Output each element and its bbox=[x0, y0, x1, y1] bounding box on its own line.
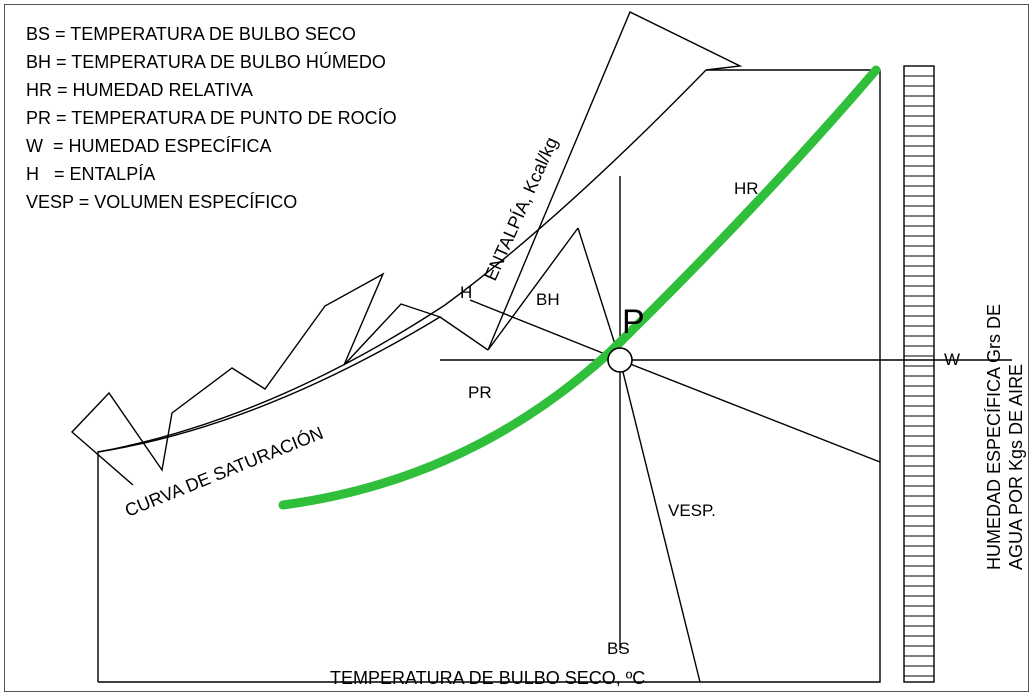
legend: BS = TEMPERATURA DE BULBO SECO BH = TEMP… bbox=[26, 24, 397, 212]
legend-line-pr: PR = TEMPERATURA DE PUNTO DE ROCÍO bbox=[26, 108, 397, 128]
humidity-scale-ticks bbox=[904, 75, 934, 677]
y-axis-title-line1: HUMEDAD ESPECÍFICA Grs DE bbox=[984, 304, 1004, 570]
legend-line-hr: HR = HUMEDAD RELATIVA bbox=[26, 80, 253, 100]
legend-line-h: H = ENTALPÍA bbox=[26, 164, 155, 184]
point-p-label: P bbox=[622, 303, 645, 341]
chart-outline bbox=[70, 272, 442, 682]
bs-label: BS bbox=[607, 639, 630, 658]
point-p-marker bbox=[607, 347, 633, 373]
chart-right-boundary bbox=[98, 69, 881, 683]
legend-line-vesp: VESP = VOLUMEN ESPECÍFICO bbox=[26, 192, 297, 212]
bh-label: BH bbox=[536, 290, 560, 309]
construction-lines bbox=[440, 176, 1012, 683]
pr-label: PR bbox=[468, 383, 492, 402]
x-axis-title: TEMPERATURA DE BULBO SECO, ºC bbox=[330, 668, 645, 688]
enthalpy-scale-label: ENTALPÍA, Kcal/kg bbox=[480, 134, 561, 283]
saturation-curve-line bbox=[97, 69, 707, 453]
hr-label: HR bbox=[734, 179, 759, 198]
y-axis-title-line2: AGUA POR Kgs DE AIRE bbox=[1006, 364, 1026, 570]
legend-line-w: W = HUMEDAD ESPECÍFICA bbox=[26, 136, 272, 156]
vesp-label: VESP. bbox=[668, 501, 716, 520]
enthalpy-scale-strip bbox=[439, 11, 743, 351]
w-label: W bbox=[944, 350, 960, 369]
h-label: H bbox=[460, 283, 472, 302]
diagram-frame bbox=[4, 4, 1029, 692]
humidity-scale-bar bbox=[903, 65, 935, 683]
legend-line-bh: BH = TEMPERATURA DE BULBO HÚMEDO bbox=[26, 51, 386, 72]
legend-line-bs: BS = TEMPERATURA DE BULBO SECO bbox=[26, 24, 356, 44]
relative-humidity-curve bbox=[278, 65, 881, 510]
